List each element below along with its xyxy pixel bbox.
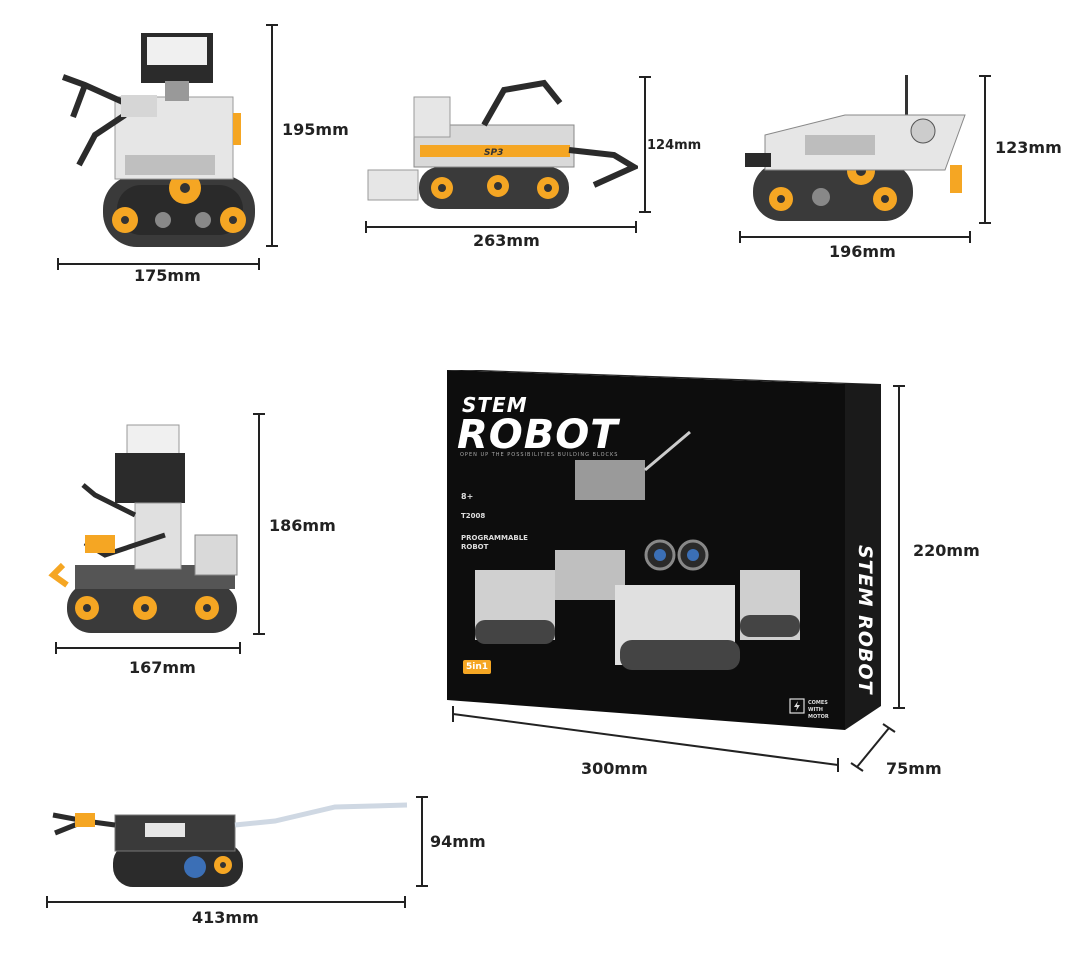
robot2-width-label: 263mm [473,231,540,250]
box-5in1-badge: 5in1 [463,660,492,674]
box-side-text: STEM ROBOT [854,545,876,695]
box-height-label: 220mm [913,541,980,560]
robot3-height-label: 123mm [995,138,1062,157]
box-subtitle: PROGRAMMABLE ROBOT [461,534,528,551]
robot5-height-label: 94mm [430,832,486,851]
robot4-width-label: 167mm [129,658,196,677]
box-width-label: 300mm [581,759,648,778]
box-side-label: STEM ROBOT [848,545,878,695]
product-box-image [447,370,881,730]
box-title-stem: STEM [462,393,528,417]
robot2-image: SP3 [367,79,638,209]
box-depth-label: 75mm [886,759,942,778]
box-code: T2008 [461,512,486,520]
svg-text:SP3: SP3 [484,148,503,158]
robot1-width-label: 175mm [134,266,201,285]
box-age: 8+ [461,492,474,501]
robot3-width-label: 196mm [829,242,896,261]
robot5-image [52,802,408,887]
box-tagline: OPEN UP THE POSSIBILITIES BUILDING BLOCK… [460,452,619,458]
robot1-image [61,33,255,247]
robot5-width-label: 413mm [192,908,259,927]
lightning-icon [789,698,805,714]
robot4-height-label: 186mm [269,516,336,535]
box-motor-note: COMES WITH MOTOR [808,700,829,720]
robot1-height-label: 195mm [282,120,349,139]
robot3-image [745,75,966,221]
box-title-robot: ROBOT [457,412,619,458]
robot2-height-label: 124mm [647,138,702,153]
robot4-image [48,424,238,633]
